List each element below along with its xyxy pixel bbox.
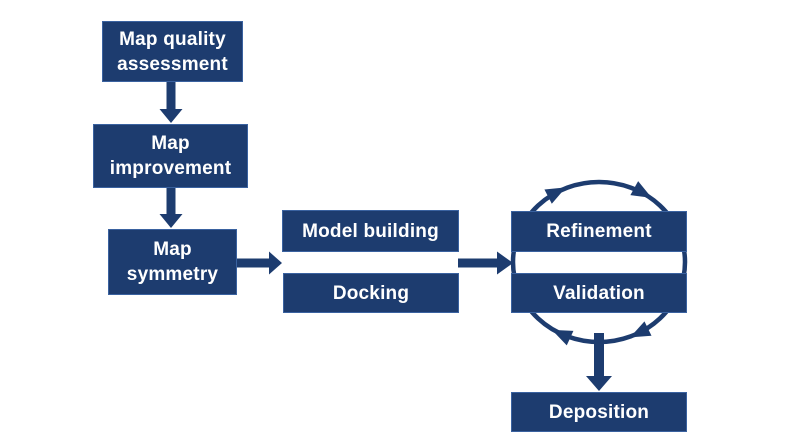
cycle-arrow-ring bbox=[510, 179, 688, 345]
flow-box-map-quality-assessment: Map quality assessment bbox=[102, 21, 243, 82]
cycle-arrowhead-bottom-left-icon bbox=[551, 329, 574, 346]
flow-box-map-improvement: Map improvement bbox=[93, 124, 248, 188]
flow-box-label: Model building bbox=[302, 220, 439, 242]
flow-box-label: Validation bbox=[553, 282, 645, 304]
arrow-right-icon bbox=[458, 251, 513, 275]
straight-arrows bbox=[159, 82, 612, 391]
flow-box-model-building: Model building bbox=[282, 210, 459, 252]
flow-box-label: Refinement bbox=[546, 221, 652, 242]
flow-box-refinement: Refinement bbox=[511, 211, 687, 252]
cycle-arrowhead-bottom-right-icon bbox=[630, 321, 652, 338]
arrow-down-icon bbox=[159, 188, 183, 228]
flow-box-label-line: Map quality bbox=[119, 28, 226, 50]
flow-box-deposition: Deposition bbox=[511, 392, 687, 432]
flow-box-label-line: Map bbox=[151, 133, 190, 154]
flow-box-label-line: assessment bbox=[117, 53, 228, 75]
cycle-arrowhead-top-right-icon bbox=[630, 181, 652, 198]
cycle-arrowhead-top-left-icon bbox=[544, 187, 566, 204]
flow-box-label: Docking bbox=[332, 282, 410, 304]
flow-box-map-symmetry: Map symmetry bbox=[108, 229, 237, 295]
arrow-down-icon bbox=[159, 82, 183, 123]
flow-box-label: Deposition bbox=[548, 401, 650, 423]
arrow-right-icon bbox=[237, 251, 282, 275]
flow-box-validation: Validation bbox=[511, 273, 687, 313]
flow-box-label-line: Map bbox=[153, 239, 192, 260]
flow-box-label-line: symmetry bbox=[126, 264, 219, 285]
arrow-down-icon bbox=[586, 333, 612, 391]
cycle-arrowheads bbox=[544, 181, 652, 346]
flow-box-label-line: improvement bbox=[109, 158, 232, 179]
flow-box-docking: Docking bbox=[283, 273, 459, 313]
